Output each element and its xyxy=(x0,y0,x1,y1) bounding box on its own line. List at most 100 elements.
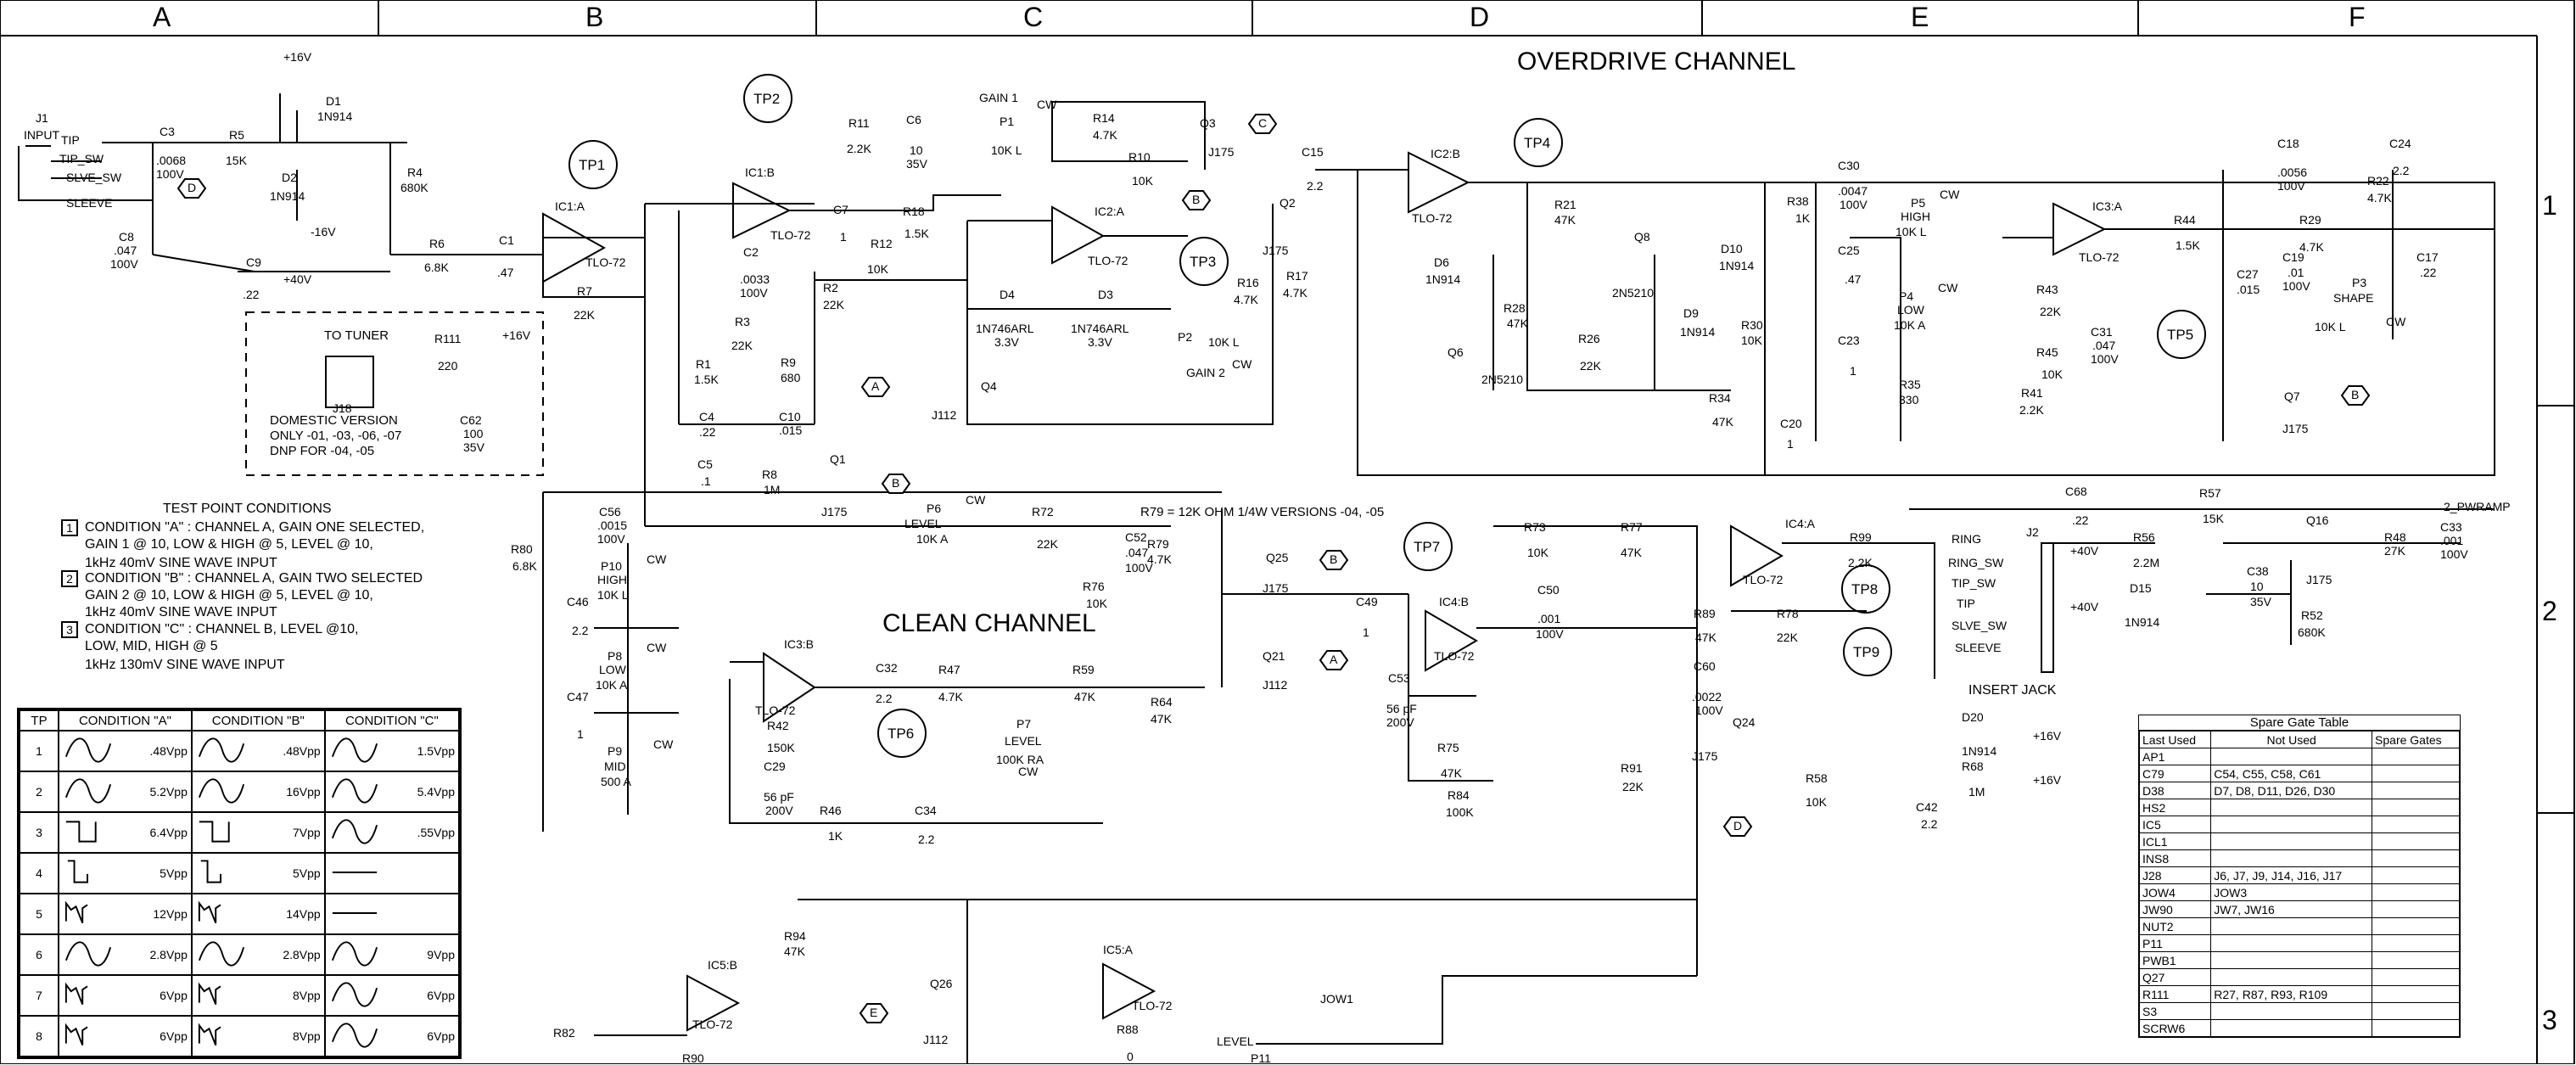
waveform-icon xyxy=(63,1020,114,1053)
label-p16b: +16V xyxy=(502,328,531,342)
label-c47: C47 xyxy=(567,690,589,703)
label-c53: C53 xyxy=(1388,671,1410,685)
label-r34: R34 xyxy=(1709,391,1731,405)
label-r46v: 1K xyxy=(828,829,843,843)
label-r78: R78 xyxy=(1777,607,1799,620)
label-r94: R94 xyxy=(784,929,806,943)
label-p3v2: 10K L xyxy=(2315,320,2346,334)
label-c23v: 1 xyxy=(1850,364,1856,378)
label-q7: Q7 xyxy=(2284,390,2300,403)
label-r45v: 10K xyxy=(2041,367,2063,381)
label-cw10: CW xyxy=(1018,765,1039,778)
label-cw3: CW xyxy=(1940,188,1960,201)
tp-table-header-b: CONDITION "B" xyxy=(190,709,326,731)
label-r16: R16 xyxy=(1237,276,1259,289)
label-r41v: 2.2K xyxy=(2019,403,2044,417)
waveform-icon xyxy=(196,776,247,809)
node-tag-shape xyxy=(2340,385,2371,406)
label-d15: D15 xyxy=(2130,581,2152,595)
label-q8j: 2N5210 xyxy=(1612,286,1655,300)
spare-cell xyxy=(2372,934,2461,952)
label-q6j: 2N5210 xyxy=(1481,373,1524,386)
node-tag: E xyxy=(870,1006,878,1019)
label-r52v: 680K xyxy=(2298,625,2326,639)
label-r6v: 6.8K xyxy=(424,261,449,274)
label-q2: Q2 xyxy=(1280,196,1296,210)
tp-value-c: .55Vpp xyxy=(417,826,455,839)
r79-note: R79 = 12K OHM 1/4W VERSIONS -04, -05 xyxy=(1140,505,1385,519)
node-tag-shape xyxy=(1247,114,1278,134)
label-ic5a: IC5:A xyxy=(1103,943,1134,956)
label-r35: R35 xyxy=(1899,378,1921,391)
label-r76: R76 xyxy=(1083,580,1105,593)
label-q2j: J175 xyxy=(1263,244,1289,257)
label-r43: R43 xyxy=(2036,283,2058,296)
label-p8: P8 xyxy=(608,649,623,663)
condition-1-line-1: CONDITION "A" : CHANNEL A, GAIN ONE SELE… xyxy=(85,520,425,535)
label-ic3b: IC3:B xyxy=(784,637,815,651)
tp-cell-c xyxy=(323,852,462,894)
spare-cell xyxy=(2372,917,2461,935)
label-q21j: J112 xyxy=(1263,678,1288,692)
label-ic4b: IC4:B xyxy=(1439,595,1470,608)
label-c27v: .015 xyxy=(2237,283,2260,296)
spare-cell xyxy=(2210,968,2373,986)
spare-row: S3 xyxy=(2138,1002,2461,1020)
label-r28: R28 xyxy=(1504,301,1526,315)
label-sleeve2: SLEEVE xyxy=(1955,641,2002,654)
label-j18: J18 xyxy=(333,401,352,415)
insert-jack-label: INSERT JACK xyxy=(1968,683,2057,698)
label-r21: R21 xyxy=(1554,198,1576,211)
label-c15v: 2.2 xyxy=(1307,179,1324,193)
label-r43v: 22K xyxy=(2040,305,2061,318)
label-q8: Q8 xyxy=(1634,230,1650,244)
node-tag-shape xyxy=(1722,816,1753,837)
label-slve-sw2: SLVE_SW xyxy=(1952,619,2008,632)
label-r3: R3 xyxy=(735,315,750,328)
label-ic1a-t: TLO-72 xyxy=(585,255,626,269)
label-r94v: 47K xyxy=(784,944,805,958)
label-c18v2: 100V xyxy=(2277,179,2305,193)
label-c27: C27 xyxy=(2237,267,2259,281)
label-tip2: TIP xyxy=(1957,597,1975,610)
label-c10: C10 xyxy=(779,410,801,423)
label-r99: R99 xyxy=(1850,530,1872,544)
label-ic5b-t: TLO-72 xyxy=(692,1017,733,1031)
label-r57: R57 xyxy=(2199,486,2221,500)
label-q4j: J112 xyxy=(932,408,957,422)
label-c46: C46 xyxy=(567,595,589,608)
label-p11: P11 xyxy=(1251,1051,1271,1065)
tp-cell-b: 2.8Vpp xyxy=(190,933,326,976)
tp-cell-b: 14Vpp xyxy=(190,893,326,935)
label-tp1: TP1 xyxy=(579,157,606,173)
label-r111: R111 xyxy=(434,332,462,345)
label-p5: P5 xyxy=(1911,196,1926,210)
label-d1v: 1N914 xyxy=(317,109,353,123)
label-r8: R8 xyxy=(762,468,777,481)
node-tag: D xyxy=(188,181,197,194)
label-r52: R52 xyxy=(2301,608,2323,622)
waveform-icon xyxy=(329,776,380,809)
label-r7: R7 xyxy=(577,284,592,298)
label-r22: R22 xyxy=(2367,174,2389,188)
label-d9: D9 xyxy=(1683,306,1699,320)
label-c52v2: 100V xyxy=(1125,561,1153,575)
label-c25: C25 xyxy=(1838,244,1860,257)
label-d10v: 1N914 xyxy=(1719,259,1755,272)
spare-cell: D7, D8, D11, D26, D30 xyxy=(2210,782,2373,799)
spare-cell: J6, J7, J9, J14, J16, J17 xyxy=(2210,866,2373,884)
label-r38: R38 xyxy=(1787,194,1809,208)
label-p8v2: 10K A xyxy=(596,678,628,692)
label-r42v: 150K xyxy=(767,741,795,754)
label-c24v: 2.2 xyxy=(2393,164,2410,177)
label-r46: R46 xyxy=(820,804,842,817)
tp-value-a: 5.2Vpp xyxy=(149,785,188,799)
label-q21: Q21 xyxy=(1263,649,1285,663)
spare-cell: C54, C55, C58, C61 xyxy=(2210,765,2373,782)
label-p10v2: 10K L xyxy=(597,588,629,602)
label-r38v: 1K xyxy=(1795,211,1811,225)
